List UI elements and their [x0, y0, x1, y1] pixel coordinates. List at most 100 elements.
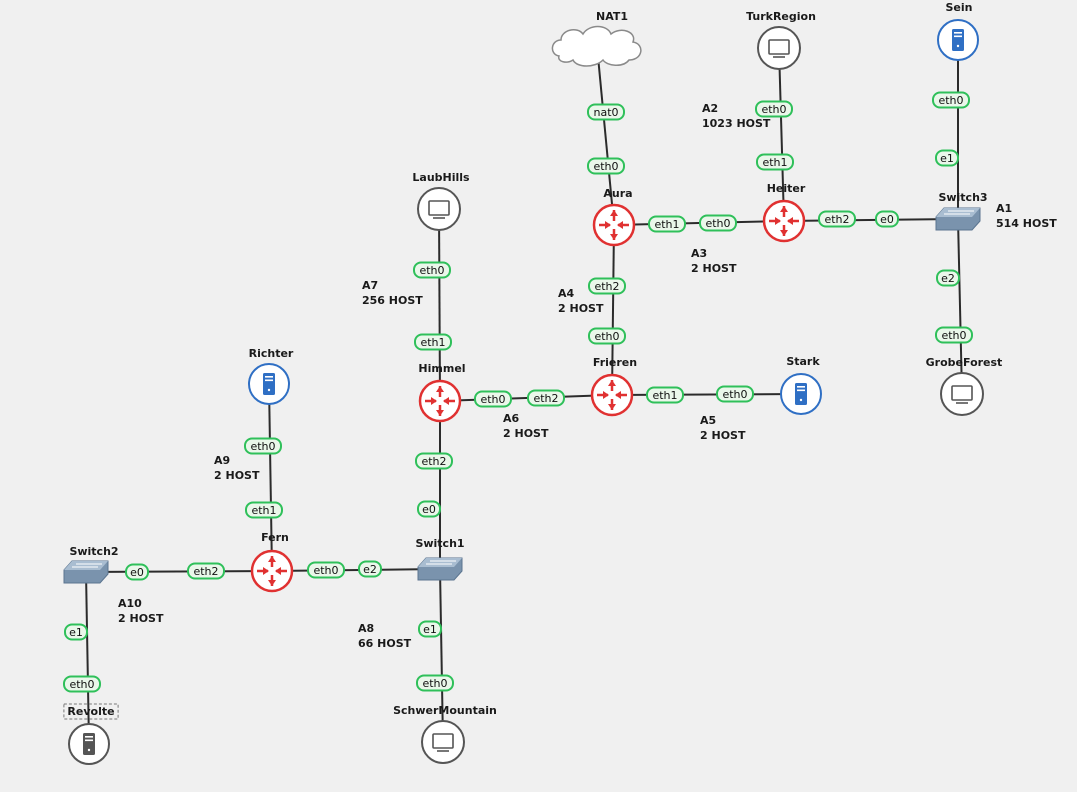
node-label: Aura — [603, 187, 632, 200]
svg-text:eth0: eth0 — [69, 678, 94, 691]
port-label: eth1 — [756, 153, 794, 171]
node-laubhills[interactable]: LaubHills — [412, 171, 470, 231]
router-icon — [418, 379, 462, 423]
node-revolte[interactable]: Revolte — [63, 703, 119, 765]
node-switch3[interactable]: Switch3 — [935, 191, 988, 231]
server-icon — [780, 373, 822, 415]
svg-text:e0: e0 — [422, 503, 436, 516]
node-switch2[interactable]: Switch2 — [63, 545, 119, 584]
svg-text:nat0: nat0 — [593, 106, 618, 119]
node-himmel[interactable]: Himmel — [418, 362, 466, 423]
port-label: eth0 — [244, 437, 282, 455]
network-annotation: A4 2 HOST — [558, 287, 604, 315]
svg-text:A3: A3 — [691, 247, 707, 260]
port-label: eth0 — [587, 157, 625, 175]
link-heiter-switch3[interactable] — [783, 218, 959, 222]
node-switch1[interactable]: Switch1 — [415, 537, 465, 581]
svg-text:eth1: eth1 — [420, 336, 445, 349]
node-heiter[interactable]: Heiter — [762, 182, 806, 243]
svg-text:eth0: eth0 — [250, 440, 275, 453]
router-icon — [762, 199, 806, 243]
network-annotation: A52 HOST — [700, 414, 746, 442]
svg-text:eth1: eth1 — [251, 504, 276, 517]
node-sein[interactable]: Sein — [937, 1, 979, 61]
svg-text:e1: e1 — [423, 623, 437, 636]
node-richter[interactable]: Richter — [248, 347, 294, 405]
link-switch2-fern[interactable] — [85, 570, 273, 573]
link-switch2-revolte[interactable] — [85, 571, 90, 745]
node-label: GrobeForest — [926, 356, 1003, 369]
node-nat1[interactable]: NAT1 — [551, 10, 642, 67]
switch-icon — [417, 557, 463, 581]
link-switch1-schwermountain[interactable] — [439, 568, 444, 743]
network-annotation: A32 HOST — [691, 247, 737, 275]
port-label: eth0 — [474, 390, 512, 408]
port-label: eth0 — [699, 214, 737, 232]
link-turkregion-heiter[interactable] — [778, 47, 785, 222]
svg-text:A10: A10 — [118, 597, 142, 610]
svg-text:A7: A7 — [362, 279, 378, 292]
port-label: e0 — [125, 563, 149, 581]
port-label: eth0 — [307, 561, 345, 579]
node-schwermountain[interactable]: SchwerMountain — [393, 704, 497, 764]
port-label: e1 — [64, 623, 88, 641]
port-label: e0 — [875, 210, 899, 228]
node-label: SchwerMountain — [393, 704, 497, 717]
svg-text:eth1: eth1 — [652, 389, 677, 402]
port-label: e1 — [418, 620, 442, 638]
svg-text:A9: A9 — [214, 454, 230, 467]
node-label: Stark — [786, 355, 820, 368]
port-label: eth0 — [416, 674, 454, 692]
port-label: eth2 — [588, 277, 626, 295]
link-nat1-aura[interactable] — [596, 45, 615, 226]
node-label: Switch3 — [938, 191, 987, 204]
network-annotation: A1 514 HOST — [996, 202, 1057, 230]
node-label: Himmel — [418, 362, 465, 375]
node-aura[interactable]: Aura — [592, 187, 636, 247]
pc-icon — [940, 372, 984, 416]
svg-text:256 HOST: 256 HOST — [362, 294, 423, 307]
port-label: eth0 — [413, 261, 451, 279]
svg-text:A8: A8 — [358, 622, 374, 635]
svg-text:2 HOST: 2 HOST — [558, 302, 604, 315]
network-annotation: A7 256 HOST — [362, 279, 423, 307]
svg-text:A1: A1 — [996, 202, 1012, 215]
node-grobeforest[interactable]: GrobeForest — [926, 356, 1003, 416]
svg-text:eth0: eth0 — [419, 264, 444, 277]
link-fern-switch1[interactable] — [271, 568, 441, 572]
link-laubhills-himmel[interactable] — [438, 208, 441, 402]
node-turkregion[interactable]: TurkRegion — [746, 10, 816, 70]
svg-text:2 HOST: 2 HOST — [118, 612, 164, 625]
node-stark[interactable]: Stark — [780, 355, 822, 415]
link-frieren-stark[interactable] — [611, 393, 802, 396]
port-label: e0 — [417, 500, 441, 518]
link-himmel-frieren[interactable] — [439, 394, 613, 402]
port-label: eth1 — [245, 501, 283, 519]
svg-text:eth0: eth0 — [313, 564, 338, 577]
svg-text:eth2: eth2 — [594, 280, 619, 293]
link-richter-fern[interactable] — [268, 383, 273, 572]
port-label: eth1 — [646, 386, 684, 404]
node-frieren[interactable]: Frieren — [590, 356, 637, 417]
network-annotation: A10 2 HOST — [118, 597, 164, 625]
svg-text:A4: A4 — [558, 287, 575, 300]
router-icon — [250, 549, 294, 593]
svg-text:66 HOST: 66 HOST — [358, 637, 412, 650]
svg-text:514 HOST: 514 HOST — [996, 217, 1057, 230]
port-label: eth1 — [414, 333, 452, 351]
svg-text:eth1: eth1 — [762, 156, 787, 169]
svg-text:eth0: eth0 — [941, 329, 966, 342]
port-label: eth2 — [527, 389, 565, 407]
link-aura-frieren[interactable] — [611, 224, 615, 396]
svg-text:eth0: eth0 — [761, 103, 786, 116]
svg-text:eth2: eth2 — [533, 392, 558, 405]
svg-text:2 HOST: 2 HOST — [503, 427, 549, 440]
node-label: Revolte — [67, 705, 114, 718]
svg-text:eth2: eth2 — [193, 565, 218, 578]
port-label: e2 — [358, 560, 382, 578]
node-fern[interactable]: Fern — [250, 531, 294, 593]
link-switch3-grobeforest[interactable] — [957, 218, 963, 395]
